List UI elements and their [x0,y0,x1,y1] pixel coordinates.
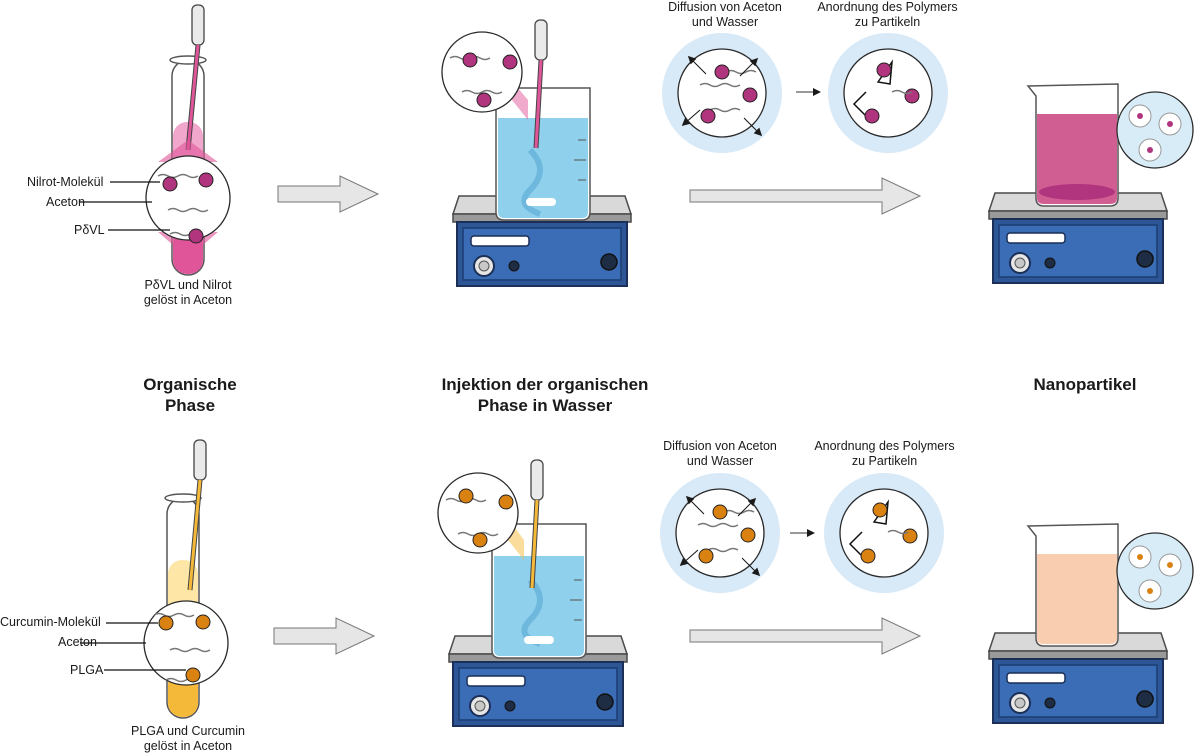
molecule-label-bottom: Curcumin-Molekül [0,615,101,629]
arrangement-bubble-bottom [823,472,945,594]
polymer-label-top: PδVL [74,223,105,237]
solvent-label-bottom: Aceton [58,635,97,649]
arrangement-bubble-top [827,32,949,154]
nanoparticle-beaker-top [988,83,1194,284]
nanoparticle-beaker-bottom [988,523,1194,724]
molecule-label-top: Nilrot-Molekül [27,175,104,189]
zoom-circle-curcumin [143,600,229,686]
solvent-label-top: Aceton [46,195,85,209]
diffusion-bubble-bottom [659,472,781,594]
heading-organic-phase: Organische Phase [143,375,237,415]
polymer-label-bottom: PLGA [70,663,104,677]
arrangement-caption-top: Anordnung des Polymers zu Partikeln [817,0,958,29]
diffusion-caption-bottom: Diffusion von Aceton und Wasser [663,439,777,468]
process-arrow-long [689,617,922,655]
diffusion-bubble-top [661,32,783,154]
process-arrow [273,617,376,655]
tube-caption-bottom: PLGA und Curcumin gelöst in Aceton [131,724,245,753]
process-arrow [277,175,380,213]
zoom-circle-nilrot [145,140,231,258]
arrangement-caption-bottom: Anordnung des Polymers zu Partikeln [814,439,955,468]
injection-beaker-bottom [437,459,628,727]
heading-nanoparticles: Nanopartikel [1033,375,1137,394]
tube-caption-top: PδVL und Nilrot gelöst in Aceton [143,278,233,307]
diffusion-caption-top: Diffusion von Aceton und Wasser [668,0,782,29]
leader-lines-top [80,181,170,231]
leader-lines-bottom [80,622,186,671]
injection-beaker-top [441,19,632,287]
heading-injection: Injektion der organischen Phase in Wasse… [441,375,649,415]
process-arrow-long [689,177,922,215]
